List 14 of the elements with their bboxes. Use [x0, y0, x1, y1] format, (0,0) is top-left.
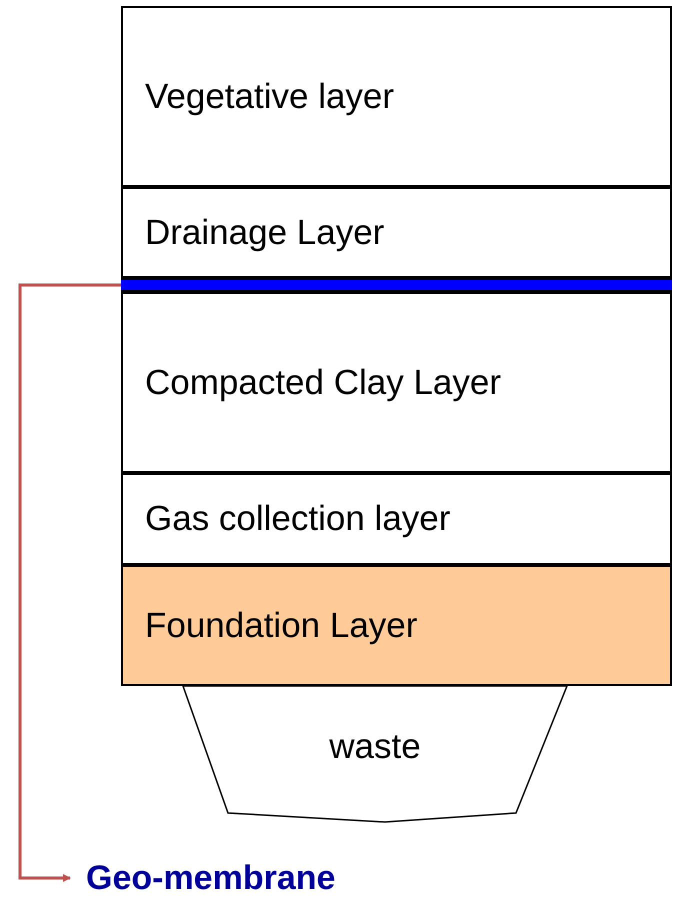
layer-box: [121, 292, 672, 473]
layer-label: Compacted Clay Layer: [145, 362, 502, 404]
leader-arrow: [18, 284, 121, 882]
layer-box: [121, 187, 672, 278]
layer-label: Drainage Layer: [145, 212, 386, 254]
layer-label: Foundation Layer: [145, 604, 418, 647]
layer-label: Vegetative layer: [145, 76, 396, 118]
waste-label: waste: [329, 726, 421, 768]
callout-label: Geo-membrane: [86, 858, 336, 899]
layer-label: Gas collection layer: [145, 498, 452, 540]
layer-box: [121, 6, 672, 187]
layer-box: [121, 565, 672, 686]
layer-box: [121, 473, 672, 565]
membrane-band: [121, 278, 672, 292]
